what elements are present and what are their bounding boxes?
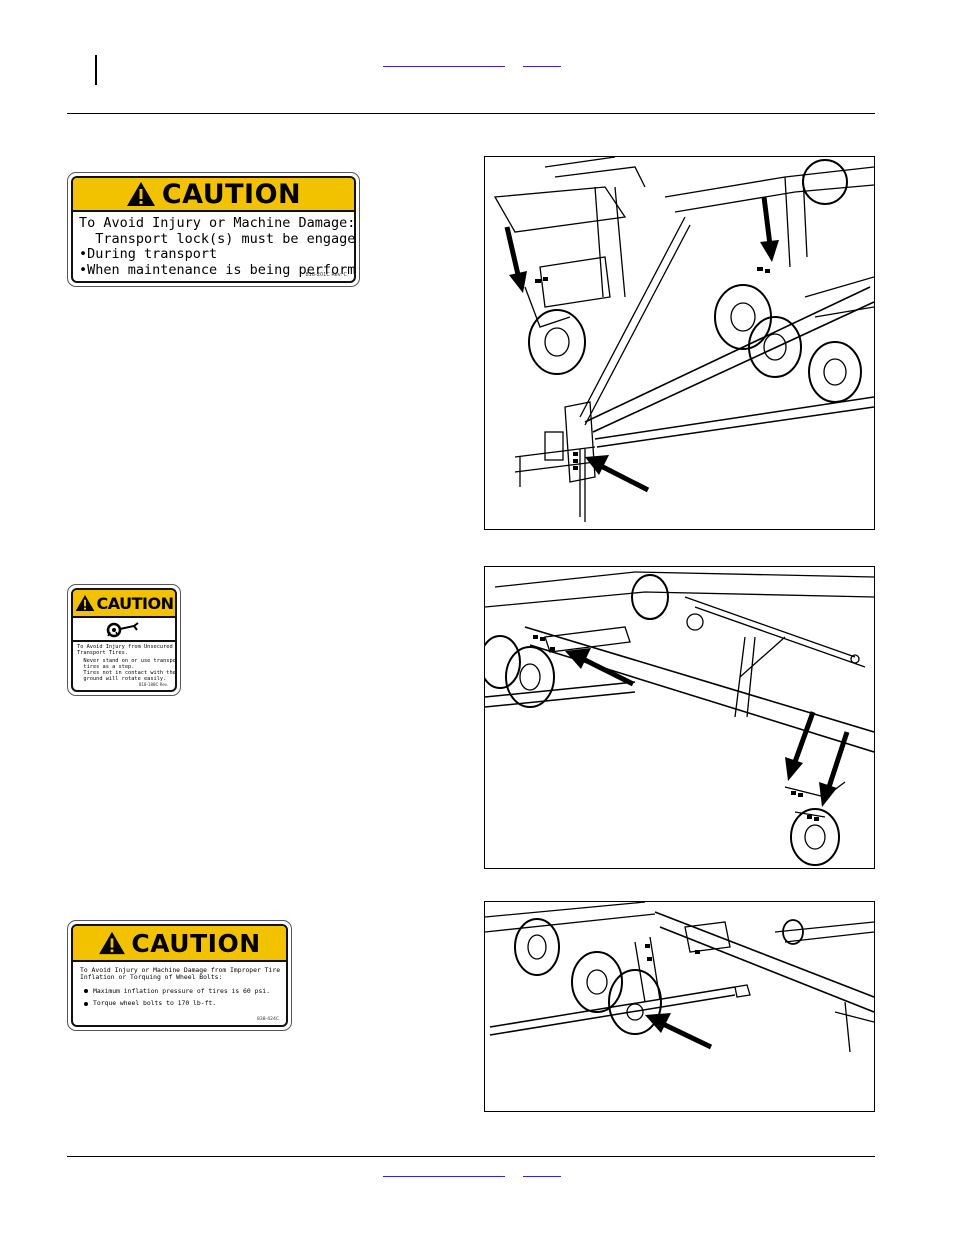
message-line: Never stand on or use transport [77, 658, 177, 665]
bullet-dot [84, 1001, 88, 1006]
transport-tire-decal-figure [484, 566, 875, 869]
message-line: Tires not in contact with the [77, 670, 176, 677]
decal-markers [533, 635, 819, 821]
message-line: •During transport [79, 246, 218, 263]
machine-line-art [485, 902, 874, 1053]
header-rule [67, 113, 875, 114]
unsecured-tires-caution-decal: CAUTION To Avoid Injury from Unsecured T… [67, 584, 181, 696]
caution-word: CAUTION [131, 928, 261, 958]
message-line: Transport Tires. [77, 650, 129, 657]
arrow-icon [504, 226, 527, 293]
caution-message: To Avoid Injury from Unsecured Transport… [77, 644, 177, 683]
footer-rule [67, 1156, 875, 1157]
tire-hitch-pictogram [73, 618, 175, 642]
decal-markers [645, 944, 700, 961]
tire-inflation-caution-decal: CAUTION To Avoid Injury or Machine Damag… [67, 920, 292, 1031]
bullet-dot [84, 989, 88, 994]
message-line: Transport lock(s) must be engaged [79, 230, 356, 247]
arrow-icon [819, 731, 850, 807]
caution-header: CAUTION [73, 178, 354, 212]
caution-header: CAUTION [73, 926, 286, 962]
bullet-text: Maximum inflation pressure of tires is 6… [93, 986, 270, 995]
caution-word: CAUTION [161, 178, 302, 210]
bullet-item: Torque wheel bolts to 170 lb-ft. [80, 999, 280, 1008]
message-line: Inflation or Torquing of Wheel Bolts: [80, 973, 223, 982]
caution-message: To Avoid Injury or Machine Damage from I… [80, 966, 281, 1008]
decal-markers [535, 267, 770, 470]
footer-link-underline[interactable] [383, 1176, 505, 1177]
machine-line-art [485, 571, 874, 866]
warning-triangle-icon [75, 594, 95, 612]
decal-part-number: 838-424C [257, 1017, 279, 1022]
decal-part-number: 818-201C Rev. C [305, 272, 347, 278]
tire-inflation-decal-figure [484, 901, 875, 1112]
message-line: To Avoid Injury or Machine Damage: [79, 215, 356, 231]
warning-triangle-icon [126, 181, 156, 207]
warning-triangle-icon [98, 931, 126, 955]
arrow-icon [760, 196, 779, 262]
decal-part-number: 818-188C Rev. [138, 682, 168, 687]
message-line: To Avoid Injury or Machine Damage from I… [80, 966, 281, 974]
caution-word: CAUTION [96, 593, 174, 613]
arrow-icon [785, 711, 816, 781]
header-link-underline[interactable] [383, 66, 505, 67]
bullet-text: Torque wheel bolts to 170 lb-ft. [93, 999, 217, 1008]
arrow-icon [645, 1013, 713, 1050]
arrow-icon [565, 648, 635, 687]
message-line: •When maintenance is being performed [79, 261, 356, 278]
arrow-icon [585, 455, 650, 493]
machine-line-art [493, 157, 874, 522]
header-page-link-underline[interactable] [523, 66, 561, 67]
footer-page-link-underline[interactable] [523, 1176, 561, 1177]
message-line: ground will rotate easily. [77, 676, 167, 683]
caution-header: CAUTION [73, 590, 175, 618]
caution-message: To Avoid Injury or Machine Damage: Trans… [79, 215, 356, 278]
transport-lock-caution-decal: CAUTION To Avoid Injury or Machine Damag… [67, 172, 360, 287]
transport-lock-location-figure [484, 156, 875, 530]
message-line: tires as a step. [77, 664, 135, 671]
message-line: To Avoid Injury from Unsecured [77, 644, 173, 650]
bullet-item: Maximum inflation pressure of tires is 6… [80, 986, 280, 995]
margin-change-bar [95, 55, 97, 85]
